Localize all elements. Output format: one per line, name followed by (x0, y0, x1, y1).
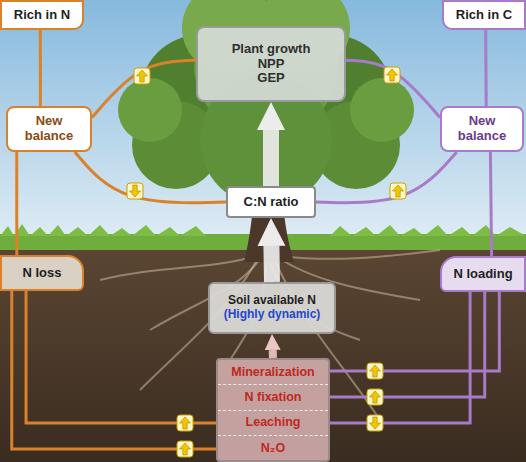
flow-arrow (269, 350, 277, 358)
flow-arrow (263, 130, 279, 186)
tree-canopy (118, 0, 414, 206)
canopy-leaves (118, 78, 182, 142)
root (100, 256, 256, 280)
feedback-line (12, 291, 216, 449)
feedback-line (484, 30, 488, 106)
sky (0, 0, 526, 250)
state-box: New balance (6, 106, 92, 152)
process-list-box: MineralizationN fixationLeachingN₂O (216, 358, 330, 462)
box-label: Plant growth (232, 42, 311, 57)
feedback-line (39, 30, 42, 106)
process-label: Leaching (218, 411, 328, 436)
feedback-line (490, 152, 491, 256)
box-label: Rich in C (456, 8, 512, 23)
box-label: New balance (448, 114, 516, 144)
feedback-line (316, 152, 457, 203)
category-box: N loss (0, 255, 84, 291)
box-sublabel: NPP (258, 57, 285, 72)
feedback-line (330, 292, 499, 371)
increase-icon (177, 415, 193, 431)
state-box: New balance (440, 106, 524, 152)
feedback-line (75, 152, 226, 203)
soil (0, 246, 526, 462)
process-label: Mineralization (218, 360, 328, 385)
root (280, 250, 440, 259)
feedback-line (330, 292, 470, 423)
flow-arrow (263, 246, 280, 282)
feedback-line (92, 60, 196, 117)
box-sublabel: (Highly dynamic) (224, 308, 321, 322)
increase-icon (134, 68, 150, 84)
box-label: N loss (22, 266, 61, 281)
box-label: New balance (14, 114, 84, 144)
category-box: N loading (440, 256, 526, 292)
decrease-icon (367, 415, 383, 431)
increase-icon (390, 183, 406, 199)
category-box: Rich in N (0, 0, 84, 30)
box-label: N loading (453, 267, 512, 282)
increase-icon (367, 389, 383, 405)
process-box: Plant growthNPPGEP (196, 26, 346, 102)
increase-icon (367, 363, 383, 379)
increase-icon (177, 441, 193, 457)
feedback-line (26, 291, 216, 423)
feedback-line (330, 292, 485, 397)
feedback-line (15, 152, 18, 255)
box-label: Soil available N (228, 294, 316, 308)
category-box: Rich in C (442, 0, 526, 30)
ratio-box: C:N ratio (226, 186, 316, 218)
box-label: Rich in N (14, 8, 70, 23)
box-sublabel: GEP (257, 71, 284, 86)
decrease-icon (127, 183, 143, 199)
increase-icon (384, 67, 400, 83)
canopy-leaves (350, 78, 414, 142)
process-label: N fixation (218, 385, 328, 410)
box-label: C:N ratio (244, 195, 299, 210)
process-box: Soil available N(Highly dynamic) (208, 282, 336, 334)
feedback-line (346, 60, 440, 117)
process-label: N₂O (218, 436, 328, 460)
